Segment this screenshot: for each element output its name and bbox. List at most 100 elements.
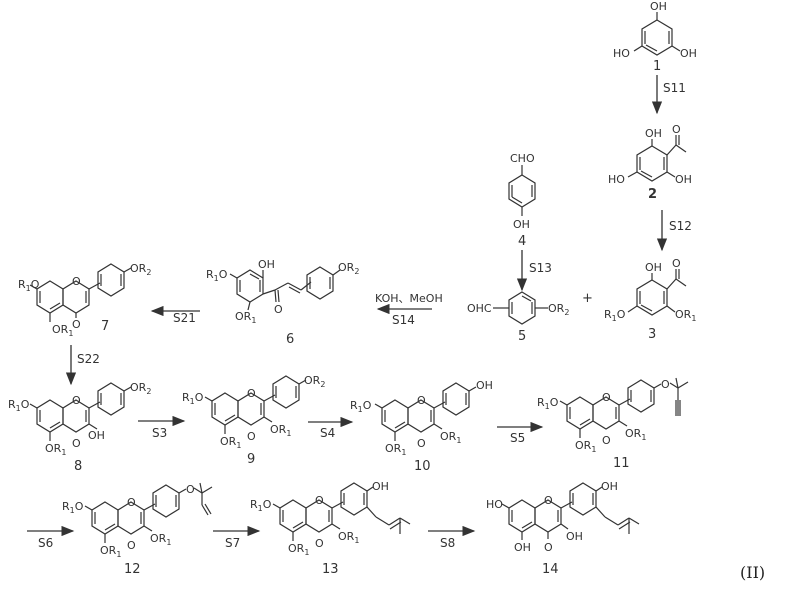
compound-1: OH HO OH 1 — [613, 0, 697, 74]
svg-text:R1O: R1O — [18, 278, 40, 293]
svg-text:OR1: OR1 — [338, 530, 359, 545]
svg-text:S7: S7 — [225, 536, 240, 550]
svg-text:14: 14 — [542, 562, 559, 577]
svg-text:OR1: OR1 — [288, 542, 309, 557]
svg-text:O: O — [672, 123, 681, 136]
svg-text:9: 9 — [247, 452, 255, 467]
svg-text:O: O — [72, 437, 81, 450]
svg-text:OH: OH — [645, 127, 662, 140]
svg-text:R1O: R1O — [206, 268, 228, 283]
svg-text:1: 1 — [653, 59, 661, 74]
svg-text:O: O — [127, 539, 136, 552]
svg-text:R1O: R1O — [8, 398, 30, 413]
figure-label: (II) — [740, 563, 765, 582]
svg-text:OR1: OR1 — [575, 439, 596, 454]
svg-text:R1O: R1O — [604, 308, 626, 323]
svg-text:S4: S4 — [320, 426, 335, 440]
svg-text:OR1: OR1 — [235, 310, 256, 325]
svg-text:OR1: OR1 — [675, 308, 696, 323]
svg-text:O: O — [315, 494, 324, 507]
svg-text:S6: S6 — [38, 536, 53, 550]
svg-text:S21: S21 — [173, 311, 196, 325]
svg-text:O: O — [72, 394, 81, 407]
svg-text:OR1: OR1 — [100, 544, 121, 559]
compound-9: R1O O O OR1 OR1 OR2 9 — [182, 374, 325, 467]
svg-text:6: 6 — [286, 332, 294, 347]
compound-11: R1O O O OR1 OR1 O 11 — [537, 377, 689, 471]
svg-text:S3: S3 — [152, 426, 167, 440]
svg-text:O: O — [247, 430, 256, 443]
svg-text:OR2: OR2 — [130, 381, 151, 396]
svg-text:S12: S12 — [669, 219, 692, 233]
svg-text:R1O: R1O — [62, 500, 84, 515]
svg-text:8: 8 — [74, 459, 82, 474]
svg-text:S14: S14 — [392, 313, 415, 327]
svg-text:O: O — [315, 537, 324, 550]
svg-text:2: 2 — [648, 187, 657, 202]
svg-text:10: 10 — [414, 459, 431, 474]
svg-text:O: O — [544, 541, 553, 554]
svg-text:O: O — [544, 494, 553, 507]
svg-text:S13: S13 — [529, 261, 552, 275]
svg-text:O: O — [602, 434, 611, 447]
svg-text:4: 4 — [518, 234, 526, 249]
svg-text:O: O — [127, 496, 136, 509]
svg-text:HO: HO — [613, 47, 630, 60]
compound-8: R1O O O OH OR1 OR2 8 — [8, 381, 151, 474]
svg-text:CHO: CHO — [510, 152, 535, 165]
svg-text:3: 3 — [648, 327, 656, 342]
compound-2: OH O HO OH 2 — [608, 123, 692, 202]
svg-text:S22: S22 — [77, 352, 100, 366]
svg-text:O: O — [672, 257, 681, 270]
svg-text:S8: S8 — [440, 536, 455, 550]
svg-text:O: O — [417, 394, 426, 407]
svg-text:HO: HO — [608, 173, 625, 186]
svg-text:O: O — [274, 303, 283, 316]
svg-text:OR2: OR2 — [548, 302, 569, 317]
svg-text:S11: S11 — [663, 81, 686, 95]
svg-text:OR1: OR1 — [150, 532, 171, 547]
svg-text:OHC: OHC — [467, 302, 492, 315]
svg-text:12: 12 — [124, 562, 141, 577]
svg-text:OR2: OR2 — [304, 374, 325, 389]
svg-text:O: O — [417, 437, 426, 450]
svg-text:O: O — [72, 318, 81, 331]
svg-text:O: O — [186, 483, 195, 496]
svg-text:OR1: OR1 — [220, 435, 241, 450]
compound-7: R1O O O OR1 OR2 7 — [18, 262, 151, 338]
svg-text:O: O — [602, 391, 611, 404]
compound-5: OHC OR2 5 — [467, 291, 569, 344]
compound-14: HO O OH O OH OH 14 — [486, 480, 640, 577]
compound-3: OH O R1O OR1 3 — [604, 257, 696, 342]
svg-text:OH: OH — [88, 429, 105, 442]
svg-text:OR1: OR1 — [52, 323, 73, 338]
svg-text:HO: HO — [486, 498, 503, 511]
plus-sign: + — [582, 291, 593, 306]
svg-text:KOH、MeOH: KOH、MeOH — [375, 292, 443, 305]
svg-text:OR1: OR1 — [270, 423, 291, 438]
svg-text:R1O: R1O — [537, 396, 559, 411]
svg-text:OR1: OR1 — [45, 442, 66, 457]
svg-text:11: 11 — [613, 456, 630, 471]
svg-text:O: O — [72, 275, 81, 288]
svg-text:7: 7 — [101, 319, 109, 334]
svg-text:OH: OH — [645, 261, 662, 274]
compound-10: R1O O O OR1 OR1 OH 10 — [350, 379, 493, 474]
svg-text:OH: OH — [372, 480, 389, 493]
svg-text:OH: OH — [476, 379, 493, 392]
svg-text:R1O: R1O — [350, 399, 372, 414]
svg-text:OR2: OR2 — [130, 262, 151, 277]
svg-text:R1O: R1O — [250, 498, 272, 513]
compound-6: R1O OH OR1 O OR2 6 — [206, 258, 359, 347]
svg-text:R1O: R1O — [182, 391, 204, 406]
svg-text:OH: OH — [680, 47, 697, 60]
svg-text:5: 5 — [518, 329, 526, 344]
svg-text:OH: OH — [601, 480, 618, 493]
compound-13: R1O O O OR1 OR1 OH 13 — [250, 480, 411, 577]
svg-text:OR1: OR1 — [385, 442, 406, 457]
svg-text:OH: OH — [258, 258, 275, 271]
svg-text:13: 13 — [322, 562, 339, 577]
svg-text:OH: OH — [675, 173, 692, 186]
svg-text:OR1: OR1 — [440, 430, 461, 445]
